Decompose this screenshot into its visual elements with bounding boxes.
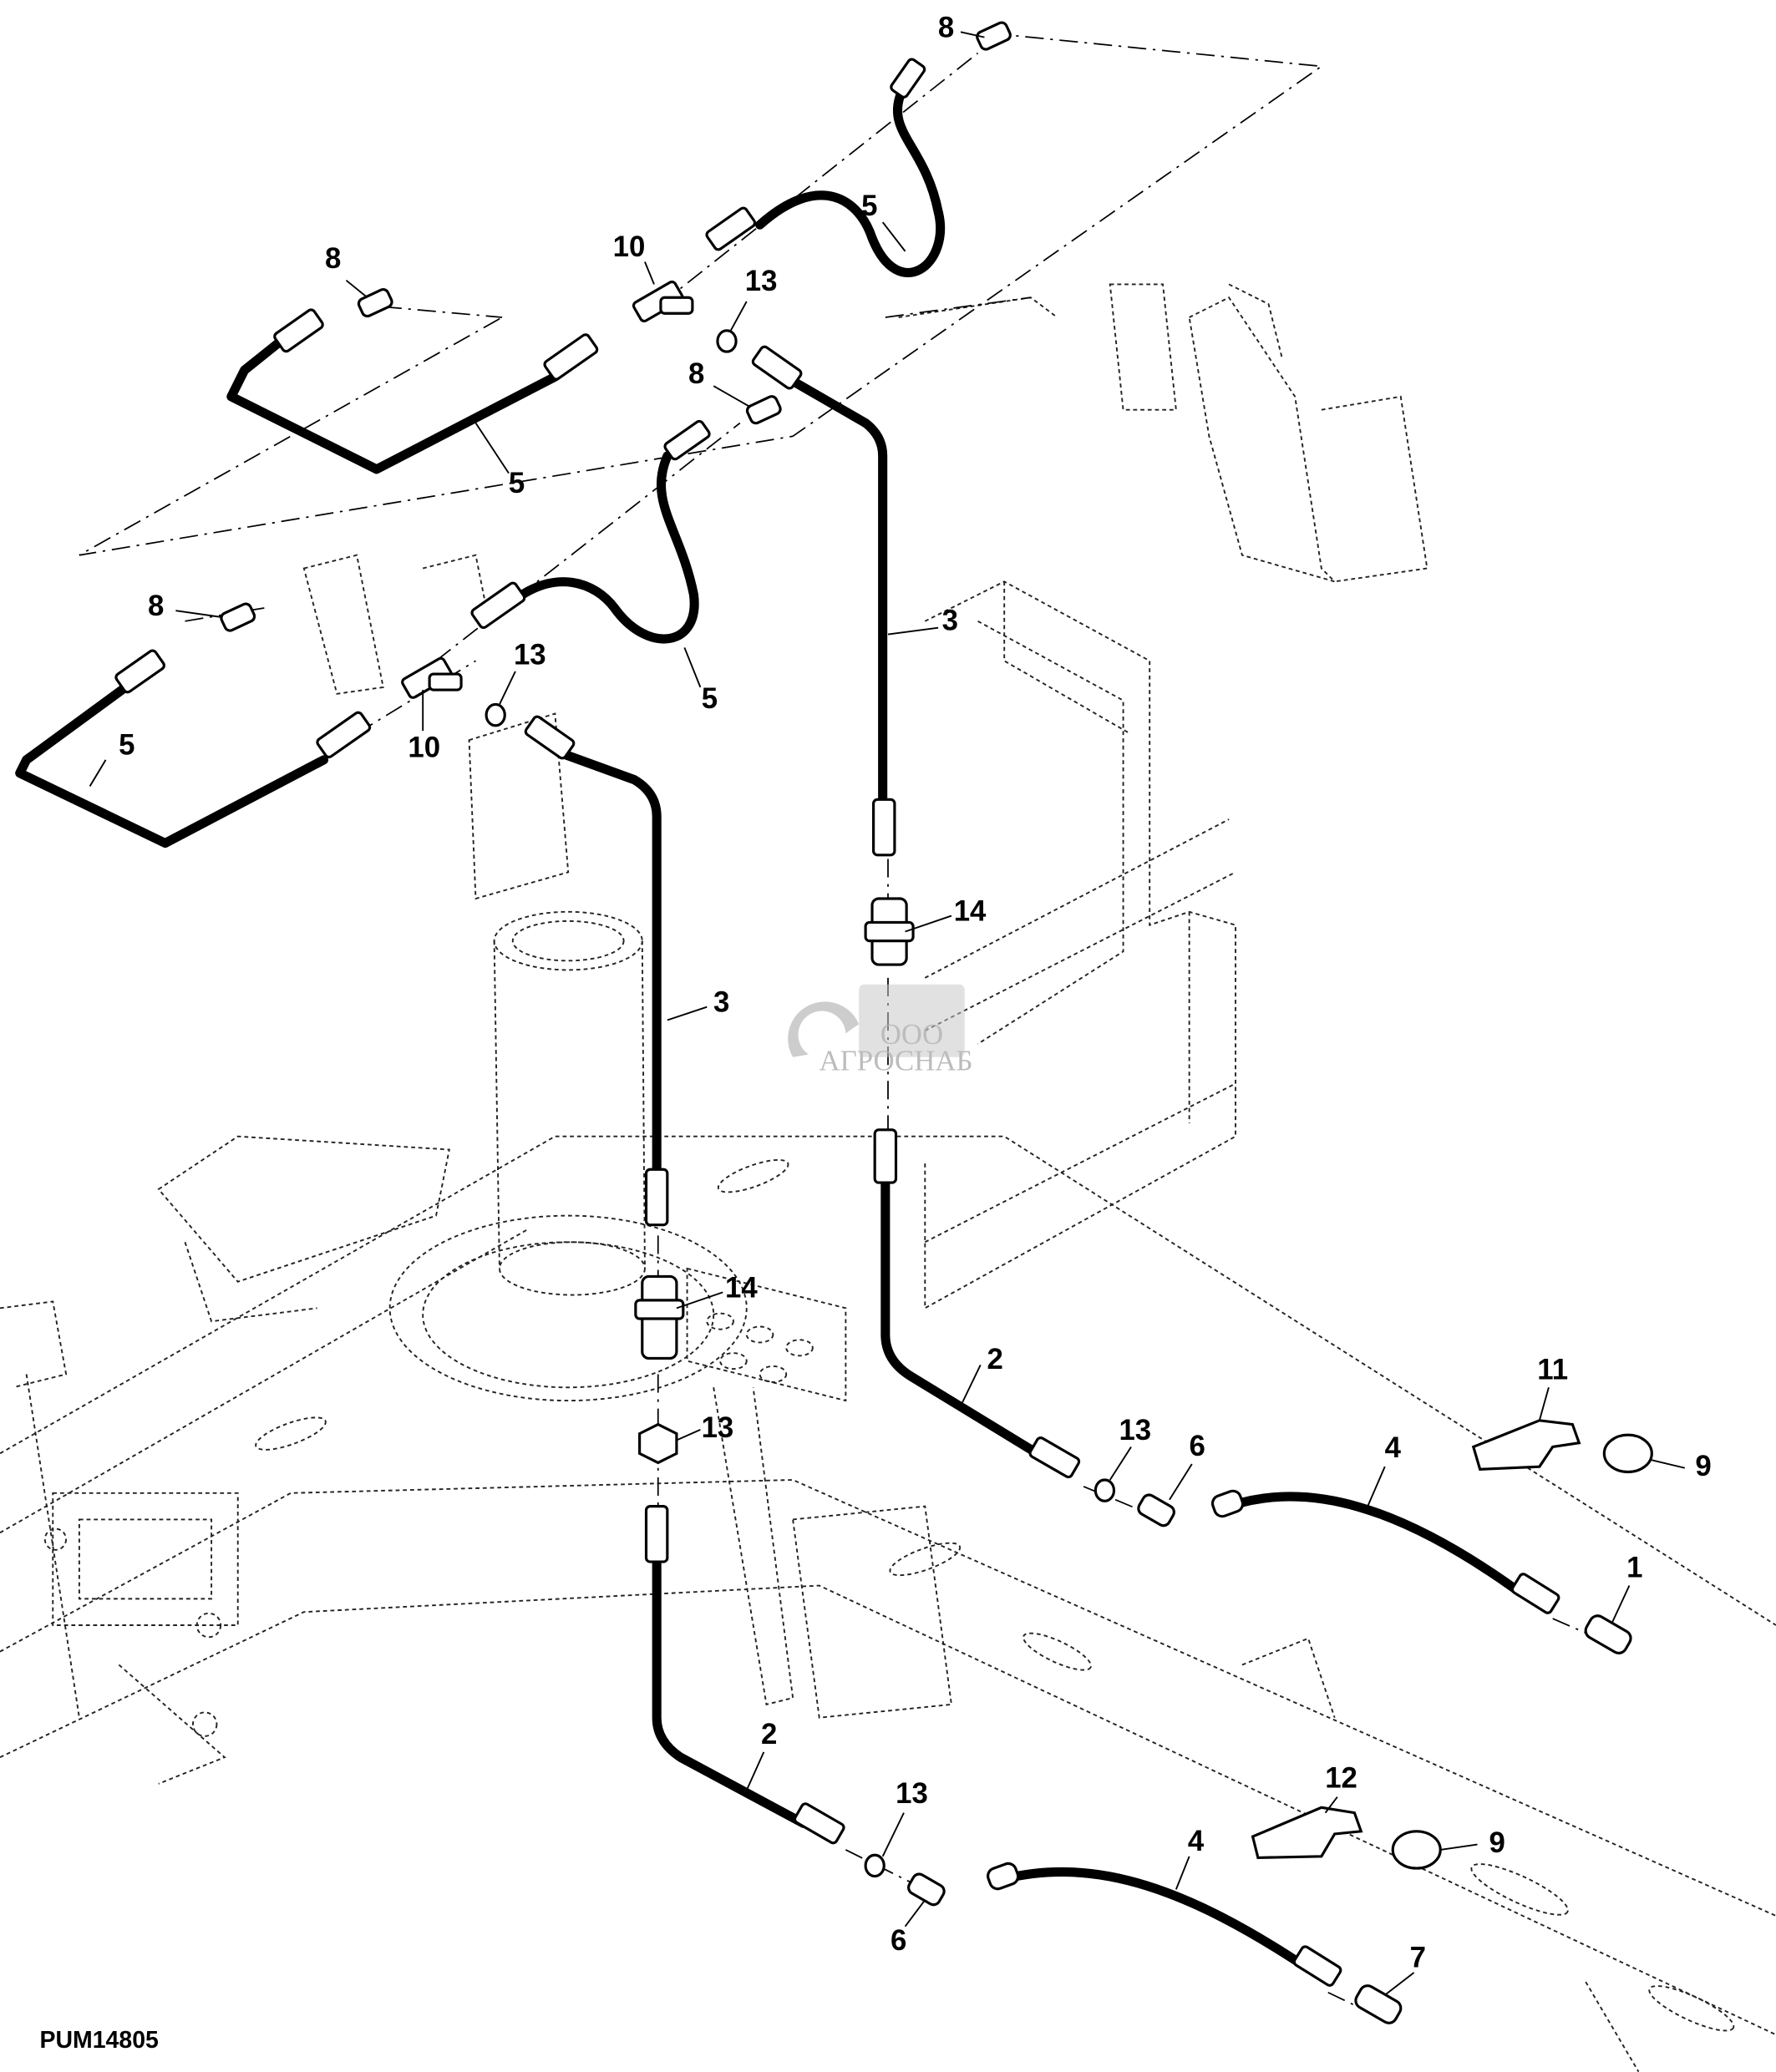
callout-2: 2 (761, 1718, 777, 1750)
hose-end-fitting (751, 345, 803, 390)
tee-fitting-10 (401, 656, 463, 699)
watermark-prefix: ООО (880, 1018, 943, 1051)
callout-11: 11 (1537, 1353, 1568, 1386)
hose-end-fitting (1210, 1489, 1245, 1518)
callout-9: 9 (1489, 1826, 1505, 1859)
elbow-fitting-8 (220, 602, 256, 632)
callout-2: 2 (987, 1343, 1002, 1375)
o-ring-13 (1094, 1478, 1116, 1502)
hose-end-fitting (644, 1505, 669, 1563)
callout-7: 7 (1410, 1941, 1426, 1973)
hose-end-fitting (470, 581, 526, 630)
adapter-7 (1354, 1984, 1403, 2024)
clamp-block-11 (1471, 1419, 1581, 1471)
hose-5-lower-left (15, 682, 329, 849)
hose-5-top (755, 88, 946, 277)
adapter-1 (1584, 1614, 1632, 1654)
hose-end-fitting (1028, 1436, 1081, 1479)
hose-end-fitting (890, 58, 926, 99)
callout-13: 13 (745, 265, 778, 297)
hose-3-right (792, 378, 888, 804)
o-ring-13 (485, 702, 506, 727)
callout-4: 4 (1188, 1825, 1205, 1857)
hose-end-fitting (705, 206, 757, 251)
figure-id: PUM14805 (39, 2027, 159, 2054)
callout-10: 10 (613, 231, 646, 263)
callout-3: 3 (942, 605, 958, 637)
callout-9: 9 (1695, 1450, 1711, 1482)
hose-end-fitting (987, 1862, 1020, 1891)
hose-5-middle (508, 451, 699, 644)
bulkhead-fitting-14 (864, 897, 915, 966)
ghost-machine-frame (0, 283, 1776, 2072)
callout-4: 4 (1385, 1431, 1402, 1464)
nut-13 (638, 1422, 678, 1465)
callout-13: 13 (896, 1777, 928, 1810)
callout-labels: 8 5 10 13 8 8 5 8 3 13 5 5 10 14 3 14 2 … (119, 11, 1712, 1973)
hoses (15, 88, 1525, 1973)
leader-lines (89, 31, 1686, 1996)
hose-end-fitting (793, 1802, 845, 1845)
watermark: ООО АГРОСНАБ (788, 984, 973, 1077)
callout-5: 5 (509, 467, 525, 499)
callout-13: 13 (514, 639, 546, 671)
hose-end-fitting (873, 1128, 898, 1184)
hose-3-left (556, 748, 662, 1174)
elbow-fitting-8 (357, 288, 393, 318)
callout-12: 12 (1325, 1761, 1357, 1794)
hose-end-fitting (1510, 1573, 1560, 1614)
clamp-block-12 (1251, 1806, 1363, 1860)
hose-end-fitting (524, 715, 576, 760)
callout-3: 3 (713, 986, 729, 1019)
callout-6: 6 (1189, 1430, 1205, 1462)
cable-tie-9 (1602, 1433, 1653, 1474)
cable-tie-9 (1391, 1830, 1442, 1870)
hose-2-left (652, 1527, 809, 1828)
callout-8: 8 (688, 357, 704, 390)
callout-8: 8 (938, 11, 954, 43)
fittings (114, 21, 1653, 2024)
hose-end-fitting (644, 1168, 669, 1227)
callout-1: 1 (1626, 1552, 1642, 1584)
hose-4-left (999, 1867, 1313, 1973)
elbow-fitting-8 (976, 21, 1012, 51)
o-ring-13 (864, 1853, 885, 1878)
callout-14: 14 (954, 895, 987, 928)
hose-end-fitting (1292, 1945, 1342, 1987)
o-ring-13 (716, 329, 738, 353)
hose-4-right (1224, 1492, 1525, 1597)
callout-6: 6 (891, 1924, 906, 1957)
elbow-fitting-8 (745, 395, 782, 425)
callout-13: 13 (702, 1411, 734, 1444)
callout-13: 13 (1119, 1414, 1151, 1446)
callout-14: 14 (725, 1271, 758, 1304)
hose-5-upper-left (226, 339, 560, 474)
callout-10: 10 (408, 731, 440, 763)
callout-8: 8 (325, 242, 341, 275)
watermark-name: АГРОСНАБ (819, 1045, 972, 1077)
hose-end-fitting (316, 711, 372, 759)
tee-fitting-10 (632, 280, 694, 323)
callout-5: 5 (861, 190, 877, 222)
hose-end-fitting (663, 419, 711, 461)
watermark-harvester-icon (859, 984, 965, 1057)
hose-2-right (880, 1151, 1043, 1458)
hose-end-fitting (114, 649, 165, 694)
watermark-gear-icon (788, 1001, 860, 1057)
bulkhead-fitting-14 (634, 1274, 685, 1360)
callout-8: 8 (148, 590, 164, 622)
adapter-6 (907, 1872, 946, 1907)
hose-end-fitting (273, 308, 324, 353)
callout-5: 5 (702, 682, 718, 715)
adapter-6 (1137, 1493, 1175, 1527)
callout-5: 5 (119, 728, 134, 761)
hose-end-fitting (872, 798, 896, 857)
hose-end-fitting (543, 333, 599, 381)
